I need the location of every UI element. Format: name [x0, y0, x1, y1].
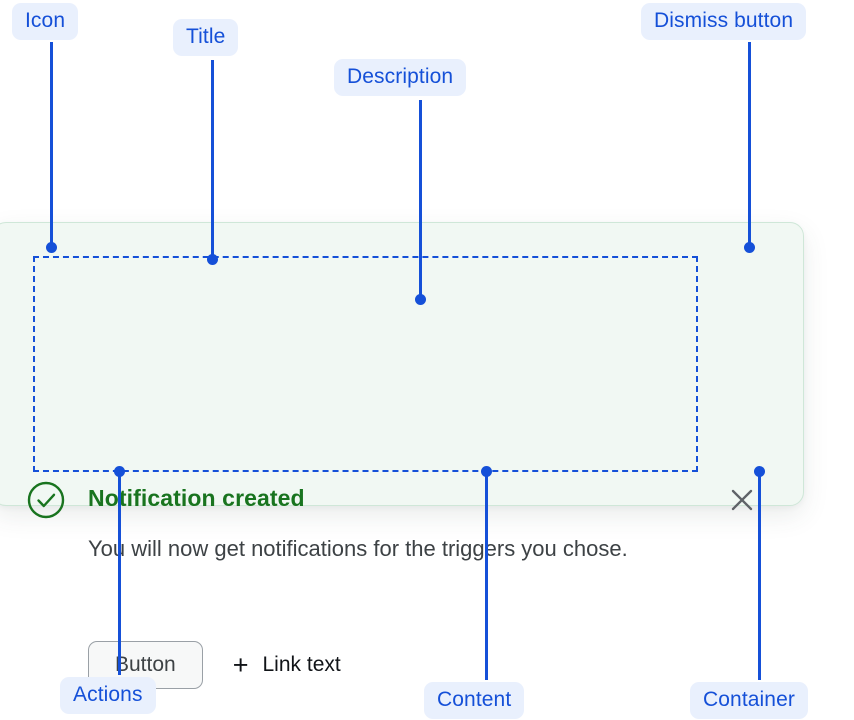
leader-line-dismiss-button — [748, 42, 751, 245]
leader-dot-dismiss-button — [744, 242, 755, 253]
notification-title: Notification created — [88, 485, 305, 511]
secondary-action-link[interactable]: + Link text — [232, 649, 341, 680]
leader-dot-container — [754, 466, 765, 477]
annotation-label-icon: Icon — [12, 3, 79, 41]
leader-dot-description — [415, 294, 426, 305]
dismiss-button[interactable] — [723, 481, 761, 519]
annotation-label-description: Description — [334, 59, 467, 97]
annotation-label-container: Container — [690, 682, 808, 720]
annotation-label-dismiss-button: Dismiss button — [641, 3, 807, 41]
leader-line-actions — [118, 470, 121, 675]
secondary-action-link-label: Link text — [262, 653, 341, 677]
annotation-label-content: Content — [424, 682, 525, 720]
leader-dot-icon — [46, 242, 57, 253]
leader-dot-title — [207, 254, 218, 265]
annotation-label-actions: Actions — [60, 677, 156, 715]
close-icon — [731, 489, 753, 511]
leader-line-container — [758, 470, 761, 680]
notification-container: Notification created You will now get no… — [0, 222, 804, 690]
leader-line-title — [211, 60, 214, 258]
plus-icon: + — [232, 649, 249, 680]
leader-dot-actions — [114, 466, 125, 477]
notification-description: You will now get notifications for the t… — [88, 536, 628, 561]
leader-line-description — [419, 100, 422, 297]
leader-dot-content — [481, 466, 492, 477]
check-circle-icon — [26, 480, 66, 520]
leader-line-icon — [50, 42, 53, 245]
annotation-label-title: Title — [173, 19, 239, 57]
leader-line-content — [485, 470, 488, 680]
